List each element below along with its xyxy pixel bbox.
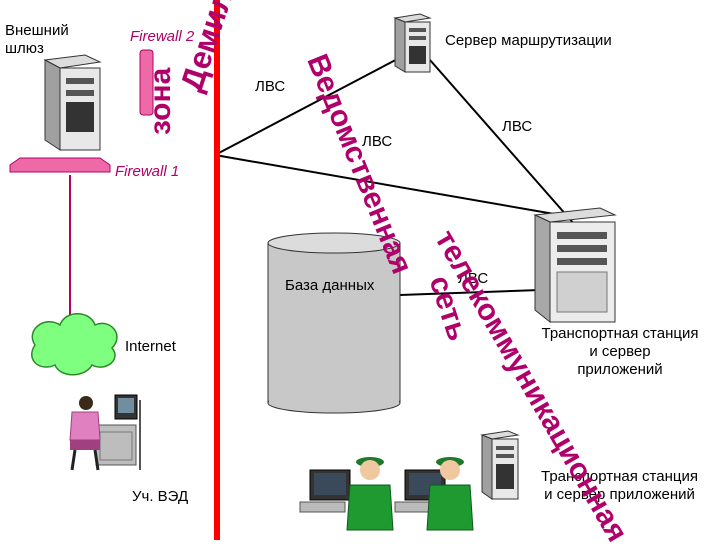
- link-routing-to-transport: [429, 59, 576, 226]
- operators-terminals-icon: [299, 457, 474, 531]
- firewall-1-label: Firewall 1: [115, 163, 180, 180]
- transport-station-1-label: Транспортная станция и сервер приложений: [541, 325, 699, 378]
- internet-cloud-icon: [31, 313, 118, 376]
- internet-label: Internet: [125, 338, 176, 355]
- database-cylinder-icon: [267, 232, 401, 414]
- workstation-person-icon: [69, 394, 141, 471]
- link-routing-to-firewall: [214, 54, 406, 156]
- lan-label-top: ЛВС: [255, 78, 286, 95]
- transport-server-1-icon: [533, 207, 617, 324]
- firewall-1-bar: [9, 157, 111, 173]
- gateway-server-icon: [43, 54, 102, 151]
- lan-label-mid: ЛВС: [362, 133, 393, 150]
- firewall-2-bar: [139, 49, 154, 116]
- routing-server-label: Сервер маршрутизации: [445, 32, 612, 49]
- lan-label-low: ЛВС: [458, 270, 489, 287]
- link-firewall-to-transport: [214, 154, 561, 216]
- dmz-word-2: зона: [144, 67, 177, 135]
- workplace-label: Уч. ВЭД: [132, 488, 189, 505]
- lan-label-right: ЛВС: [502, 118, 533, 135]
- firewall-2-label: Firewall 2: [130, 28, 195, 45]
- database-label: База данных: [285, 277, 375, 294]
- transport-station-2-label: Транспортная станция и сервер приложений: [541, 468, 698, 503]
- link-transport-to-db: [399, 289, 541, 296]
- transport-server-2-icon: [480, 430, 520, 500]
- routing-server-icon: [393, 13, 432, 73]
- external-gateway-label: Внешний шлюз: [5, 22, 69, 57]
